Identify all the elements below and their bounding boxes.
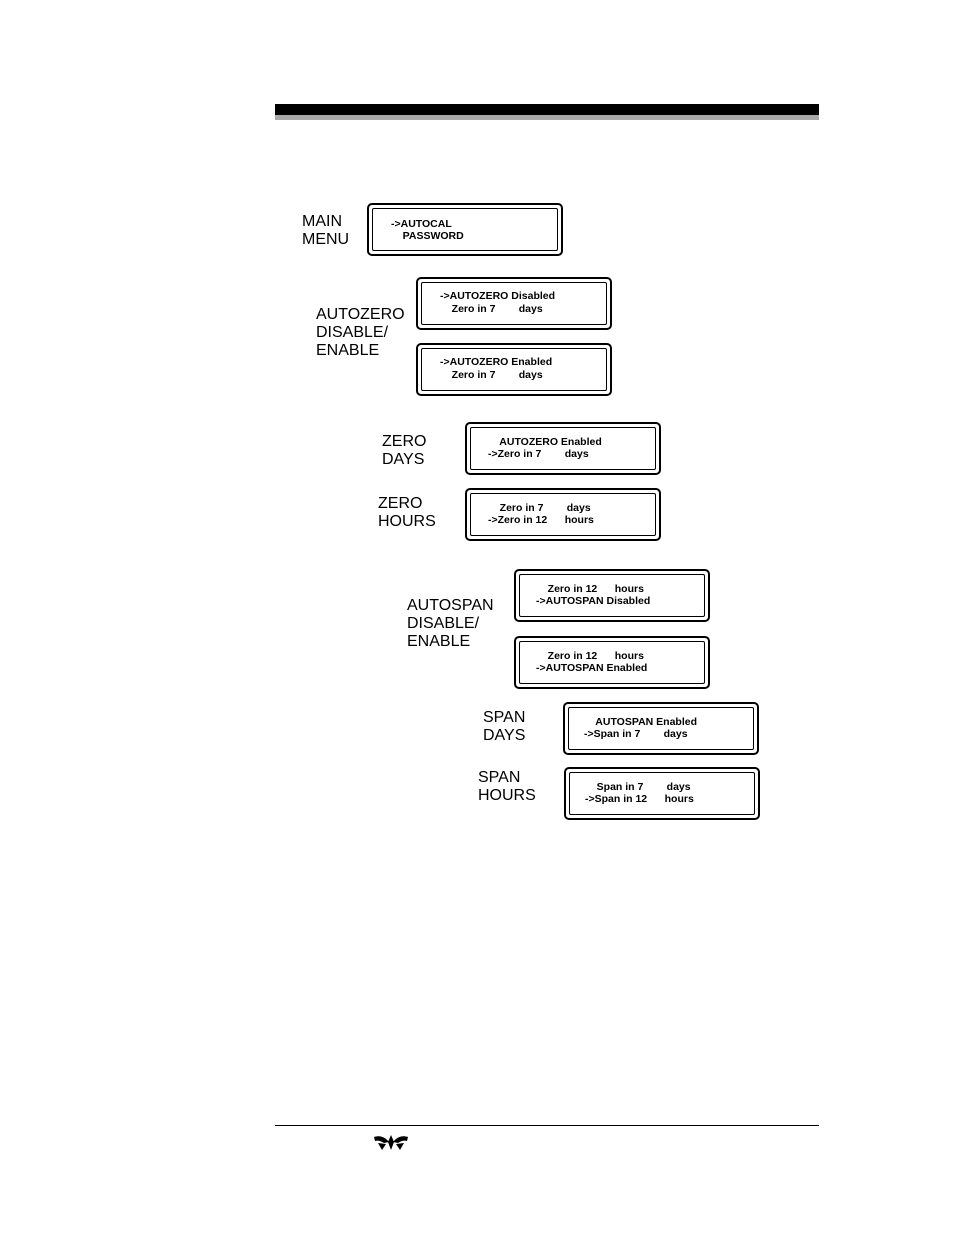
lcd-line: ->Zero in 12 hours <box>488 514 594 526</box>
lcd-span-hours: Span in 7 days ->Span in 12 hours <box>564 767 760 820</box>
lcd-line: ->Span in 12 hours <box>585 793 694 805</box>
lcd-line: ->AUTOZERO Disabled <box>440 290 556 302</box>
lcd-line: ->Zero in 7 days <box>488 448 589 460</box>
lcd-span-days: AUTOSPAN Enabled ->Span in 7 days <box>563 702 759 755</box>
lcd-autospan-disabled: Zero in 12 hours ->AUTOSPAN Disabled <box>514 569 710 622</box>
lcd-line: ->Span in 7 days <box>584 728 688 740</box>
lcd-line: ->AUTOCAL <box>391 218 452 230</box>
lcd-line: Span in 7 days <box>585 781 691 793</box>
lcd-line: Zero in 7 days <box>440 369 543 381</box>
lcd-autozero-disabled: ->AUTOZERO Disabled Zero in 7 days <box>416 277 612 330</box>
lcd-line: Zero in 12 hours <box>536 650 644 662</box>
lcd-line: ->AUTOSPAN Enabled <box>536 662 648 674</box>
lcd-autozero-enabled: ->AUTOZERO Enabled Zero in 7 days <box>416 343 612 396</box>
lcd-line: Zero in 7 days <box>488 502 591 514</box>
footer-rule <box>275 1125 819 1126</box>
lcd-autospan-enabled: Zero in 12 hours ->AUTOSPAN Enabled <box>514 636 710 689</box>
lcd-line: PASSWORD <box>391 230 464 242</box>
header-rule <box>275 104 819 115</box>
teledyne-logo-icon <box>374 1135 408 1150</box>
lcd-zero-hours: Zero in 7 days ->Zero in 12 hours <box>465 488 661 541</box>
lcd-line: Zero in 7 days <box>440 303 543 315</box>
lcd-zero-days: AUTOZERO Enabled ->Zero in 7 days <box>465 422 661 475</box>
header-rule-shadow <box>275 115 819 120</box>
lcd-line: ->AUTOZERO Enabled <box>440 356 553 368</box>
lcd-line: AUTOZERO Enabled <box>488 436 602 448</box>
lcd-line: Zero in 12 hours <box>536 583 644 595</box>
lcd-line: AUTOSPAN Enabled <box>584 716 697 728</box>
lcd-main-menu: ->AUTOCAL PASSWORD <box>367 203 563 256</box>
lcd-line: ->AUTOSPAN Disabled <box>536 595 651 607</box>
